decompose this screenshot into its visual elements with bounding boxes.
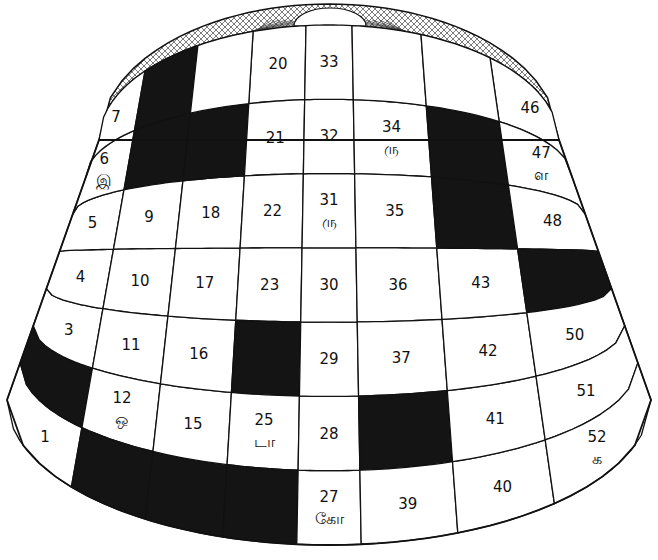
cell-number: 4: [76, 268, 86, 285]
crossword-cell: [305, 25, 354, 100]
cell-number: 32: [319, 128, 338, 145]
cell-number: 51: [576, 383, 595, 400]
cell-number: 12: [112, 390, 131, 407]
dome-outline: [7, 140, 651, 545]
cell-number: 35: [385, 203, 404, 220]
black-cell: [432, 177, 518, 249]
crossword-cell: [153, 384, 231, 465]
cell-letter: ள: [534, 167, 548, 185]
cell-number: 6: [99, 151, 109, 168]
cell-number: 16: [189, 345, 208, 362]
cell-number: 28: [319, 425, 338, 442]
cell-letter: கோ: [315, 510, 344, 528]
crossword-cell: [357, 319, 447, 396]
cell-letter: ரு: [384, 141, 399, 159]
cell-letter: ஒ: [115, 412, 128, 430]
cell-number: 47: [532, 145, 551, 162]
crossword-cell: [301, 248, 358, 322]
cell-number: 9: [144, 208, 154, 225]
cell-number: 1: [40, 428, 50, 445]
cell-number: 52: [588, 429, 607, 446]
cell-number: 31: [319, 191, 338, 208]
cell-letter: ரு: [322, 213, 337, 231]
cell-letter: டா: [254, 434, 275, 452]
cell-number: 29: [319, 351, 338, 368]
crossword-cell: [175, 176, 244, 249]
crossword-cell: [168, 248, 240, 320]
crossword-cell: [190, 31, 253, 113]
crossword-cell: [360, 462, 458, 545]
cell-number: 41: [486, 411, 505, 428]
black-cell: [231, 320, 300, 396]
cell-number: 48: [543, 213, 562, 230]
cell-number: 43: [471, 274, 490, 291]
cell-letter: இ: [96, 172, 112, 190]
crossword-cell: [437, 248, 527, 319]
cell-number: 21: [266, 130, 285, 147]
crossword-cell: [421, 35, 499, 122]
crossword-cell: [113, 181, 182, 249]
crossword-cell: [236, 248, 302, 322]
cell-number: 40: [493, 479, 512, 496]
crossword-cell: [352, 26, 426, 106]
cell-number: 22: [263, 203, 282, 220]
cell-number: 18: [201, 205, 220, 222]
crossword-cell: [240, 174, 303, 248]
crossword-cell: [244, 100, 304, 176]
cell-number: 11: [121, 337, 140, 354]
cell-number: 33: [319, 54, 338, 71]
crossword-cell: [355, 174, 437, 248]
black-cell: [183, 104, 249, 181]
cell-number: 34: [382, 119, 401, 136]
cell-number: 25: [254, 412, 273, 429]
crossword-cell: [508, 185, 598, 251]
cell-number: 5: [88, 215, 98, 232]
crossword-cell: [249, 26, 306, 104]
cell-number: 3: [64, 322, 74, 339]
crossword-cell: [227, 392, 299, 470]
cell-number: 17: [195, 275, 214, 292]
cell-number: 23: [260, 276, 279, 293]
crossword-cell: [303, 99, 354, 173]
crossword-cell: [442, 313, 536, 391]
crossword-cell: [356, 248, 442, 322]
cell-number: 50: [565, 326, 584, 343]
crown-opening: [294, 8, 366, 26]
crossword-cell: [298, 396, 360, 471]
cell-number: 39: [398, 496, 417, 513]
cell-number: 42: [478, 342, 497, 359]
cell-number: 37: [392, 349, 411, 366]
cell-number: 36: [388, 276, 407, 293]
black-cell: [124, 113, 190, 190]
black-cell: [359, 391, 453, 471]
cell-number: 10: [130, 273, 149, 290]
crossword-cell: [302, 174, 356, 248]
cell-number: 46: [521, 100, 540, 117]
cell-number: 7: [111, 108, 121, 125]
crossword-cell: [545, 363, 651, 504]
crossword-cell: [103, 248, 175, 316]
crossword-cell: [160, 316, 235, 392]
cell-number: 27: [319, 489, 338, 506]
cell-number: 30: [319, 277, 338, 294]
crossword-cell: [299, 322, 358, 396]
cell-number: 15: [183, 416, 202, 433]
black-cell: [134, 46, 197, 131]
crossword-cell: [353, 100, 431, 177]
crossword-cell: [297, 470, 361, 545]
cell-number: 20: [269, 56, 288, 73]
black-cell: [223, 465, 298, 545]
black-cell: [145, 451, 227, 536]
cell-letter: க: [592, 450, 602, 468]
black-cell: [71, 428, 153, 520]
